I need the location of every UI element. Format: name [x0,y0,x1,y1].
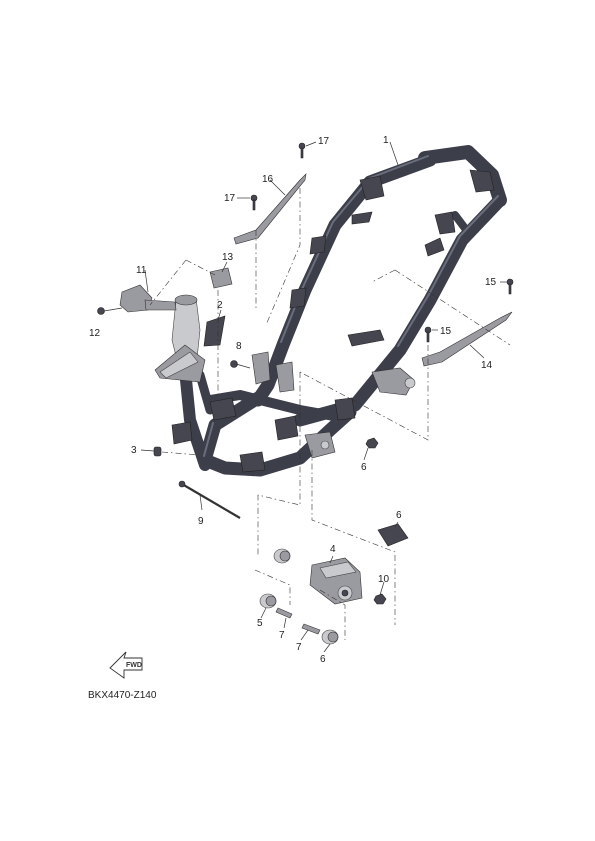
bolt-15-right [506,278,514,295]
callout-6-upper: 6 [361,462,367,473]
callout-2: 2 [217,300,223,311]
callout-8: 8 [236,341,242,352]
callout-6-pad: 6 [396,510,402,521]
diagram-code: BKX4470-Z140 [88,690,157,701]
callout-6-lower: 6 [320,654,326,665]
callout-15-left: 15 [440,326,452,337]
nut-6 [365,437,379,449]
callout-7-a: 7 [279,630,285,641]
callout-7-b: 7 [296,642,302,653]
bracket-13 [209,267,233,289]
collar-7a [275,607,293,619]
assembly-lines [149,188,511,640]
plate-2 [203,315,226,347]
callout-17-left: 17 [224,193,236,204]
callout-5: 5 [257,618,263,629]
callout-3: 3 [131,445,137,456]
fwd-arrow-icon: FWD [109,651,143,679]
callout-14: 14 [481,360,493,371]
callout-9: 9 [198,516,204,527]
collar-7b [301,623,321,635]
nut-10 [373,593,387,605]
stay-16 [233,173,307,245]
bolt-15-left [424,326,432,343]
stay-14 [421,311,513,367]
bolt-17-left [250,194,258,211]
fwd-label: FWD [126,662,142,669]
main-frame [171,145,507,477]
callout-10: 10 [378,574,390,585]
leader-lines [140,141,507,653]
callout-13: 13 [222,252,234,263]
head-pipe [154,294,206,383]
callout-17-top: 17 [318,136,330,147]
callout-12: 12 [89,328,101,339]
callout-15-right: 15 [485,277,497,288]
callouts: 1 17 16 17 13 11 2 12 8 15 15 14 3 6 9 6… [89,135,497,665]
bracket-11 [119,284,177,313]
bolt-8 [230,360,251,369]
pin-3 [153,446,162,457]
callout-16: 16 [262,174,274,185]
bolt-12 [97,307,123,315]
bolt-17-top [298,142,306,159]
engine-bracket-4 [309,557,363,605]
long-bolt-9 [178,480,241,519]
bushing-6-lower [321,629,339,645]
bushing-5 [259,593,277,609]
callout-11: 11 [136,265,147,276]
bushing-upper [273,548,291,564]
callout-1: 1 [383,135,389,146]
callout-4: 4 [330,544,336,555]
rubber-pad-6 [377,523,409,547]
